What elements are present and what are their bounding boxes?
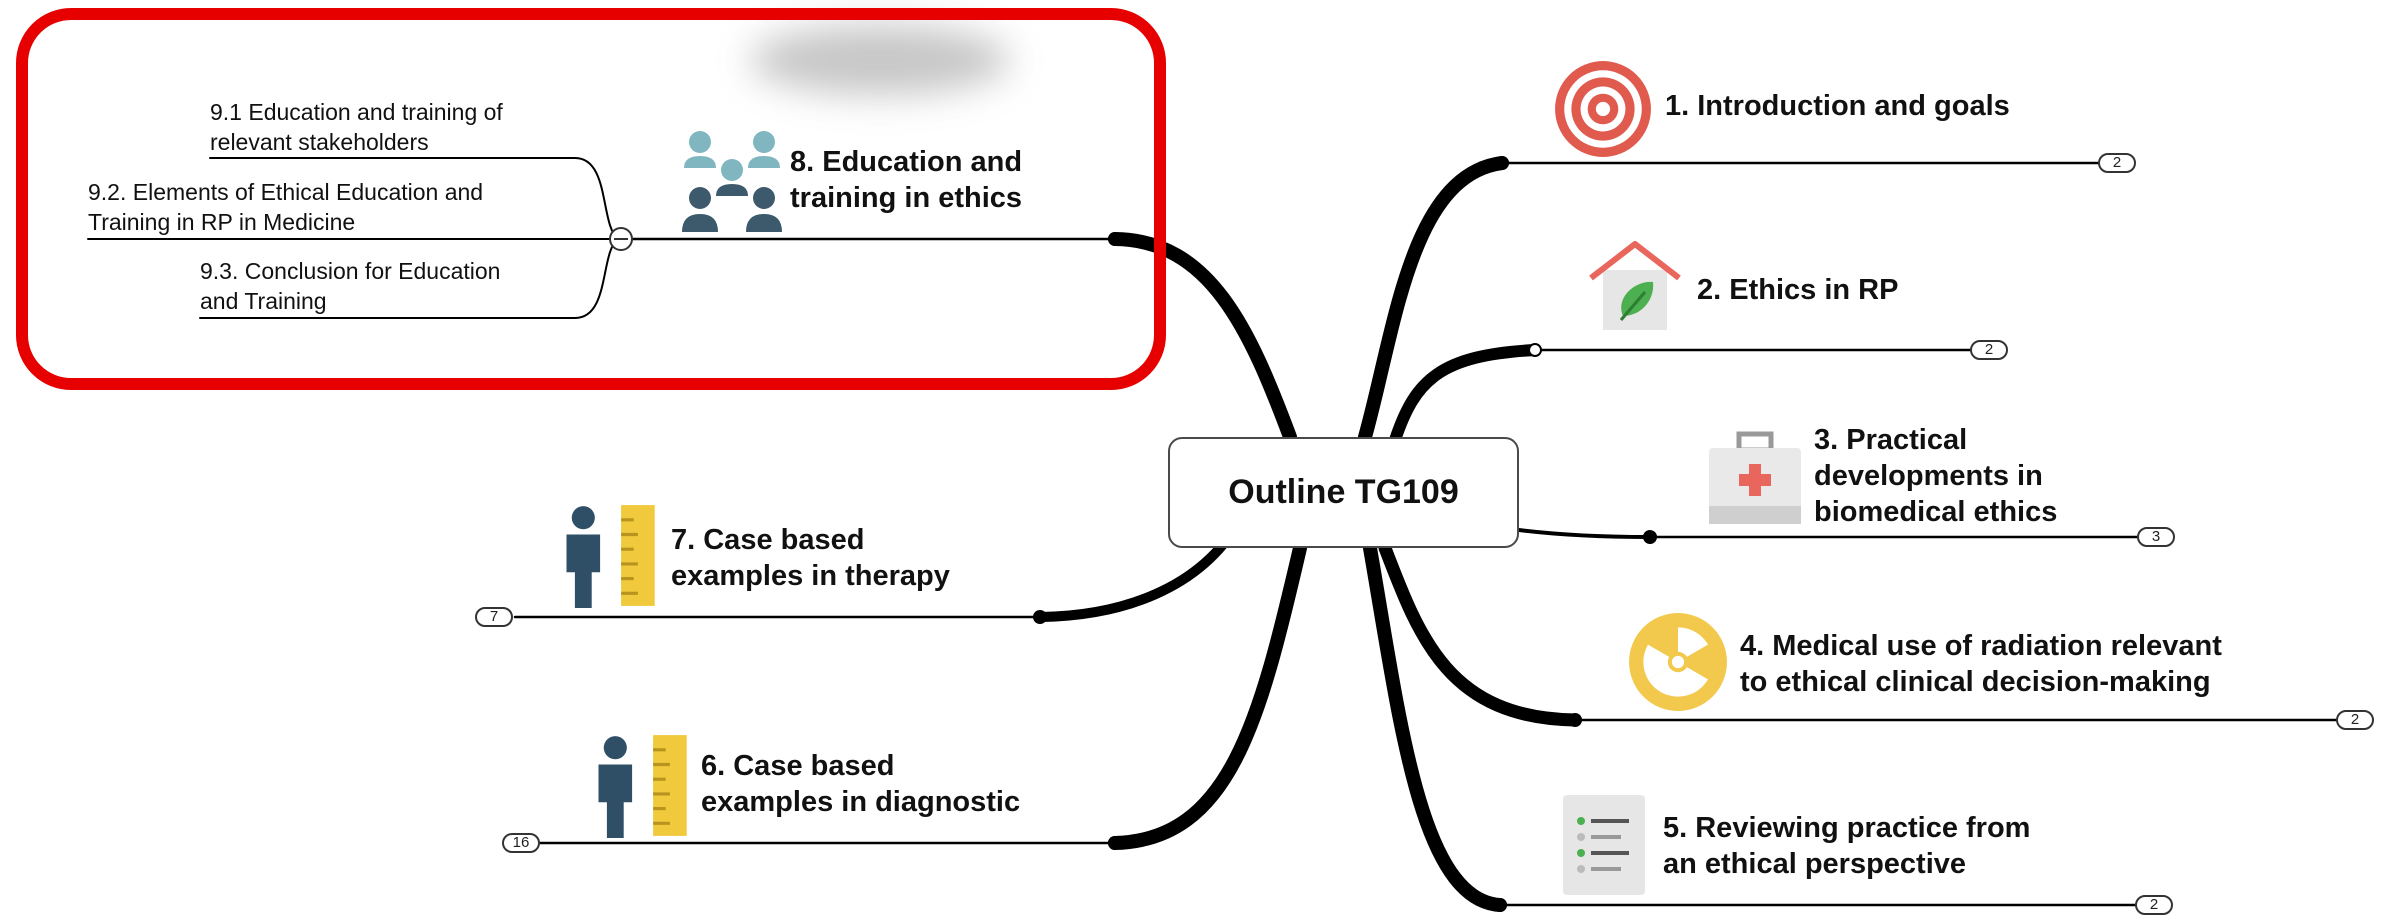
dot-2 (1528, 343, 1542, 357)
topic-3-line-2: developments in (1814, 460, 2043, 492)
topic-4-line-1: 4. Medical use of radiation relevant (1740, 630, 2222, 662)
topic-3[interactable]: 3. Practical developments in biomedical … (1814, 422, 2057, 530)
topic-7-line-2: examples in therapy (671, 560, 950, 592)
topic-8-line-1: 8. Education and (790, 146, 1023, 178)
blurred-region (750, 25, 1010, 95)
topic-8-line-2: training in ethics (790, 182, 1023, 214)
topic-2[interactable]: 2. Ethics in RP (1697, 272, 1898, 308)
topic-3-line-1: 3. Practical (1814, 424, 1968, 456)
branch-6 (1108, 541, 1307, 850)
person-ruler-icon (598, 735, 687, 838)
topic-6-line-1: 6. Case based (701, 750, 895, 782)
subtopic-9-3-line-2: and Training (200, 288, 327, 314)
topic-6[interactable]: 6. Case based examples in diagnostic (701, 748, 1020, 820)
topic-1-line-1: 1. Introduction and goals (1665, 90, 2010, 122)
target-icon (1555, 61, 1651, 157)
branch-8 (1108, 232, 1297, 444)
collapse-toggle[interactable] (609, 227, 633, 251)
branch-4 (1378, 541, 1582, 727)
topic-3-line-3: biomedical ethics (1814, 496, 2058, 528)
subtopic-9-1[interactable]: 9.1 Education and training of relevant s… (210, 97, 503, 157)
house-leaf-icon (1589, 241, 1681, 330)
subtopic-9-1-line-2: relevant stakeholders (210, 129, 429, 155)
topic-7-count-badge[interactable]: 7 (475, 607, 513, 627)
topic-2-line-1: 2. Ethics in RP (1697, 274, 1899, 306)
first-aid-kit-icon (1709, 431, 1801, 524)
topic-5-count-badge[interactable]: 2 (2135, 895, 2173, 915)
branch-lines (87, 156, 2347, 912)
subtopic-9-2-line-2: Training in RP in Medicine (88, 209, 356, 235)
branch-1 (1358, 156, 1509, 444)
topic-4-count-badge[interactable]: 2 (2336, 710, 2374, 730)
topic-4[interactable]: 4. Medical use of radiation relevant to … (1740, 628, 2222, 700)
dot-6 (1108, 836, 1122, 850)
topic-5-line-1: 5. Reviewing practice from (1663, 812, 2031, 844)
subtopic-9-2-line-1: 9.2. Elements of Ethical Education and (88, 179, 484, 205)
checklist-icon (1563, 795, 1645, 895)
topic-7-line-1: 7. Case based (671, 524, 865, 556)
topic-1[interactable]: 1. Introduction and goals (1665, 88, 2010, 124)
branch-2 (1389, 344, 1541, 446)
topic-5-line-2: an ethical perspective (1663, 848, 1967, 880)
junction-dots (1033, 156, 1657, 912)
topic-7[interactable]: 7. Case based examples in therapy (671, 522, 950, 594)
topic-5[interactable]: 5. Reviewing practice from an ethical pe… (1663, 810, 2030, 882)
subtopic-9-3[interactable]: 9.3. Conclusion for Education and Traini… (200, 256, 500, 316)
subtopic-9-3-line-1: 9.3. Conclusion for Education (200, 258, 501, 284)
dot-3 (1643, 530, 1657, 544)
topic-1-count-badge[interactable]: 2 (2098, 153, 2136, 173)
topic-8[interactable]: 8. Education and training in ethics (790, 144, 1022, 216)
topic-6-line-2: examples in diagnostic (701, 786, 1021, 818)
topic-2-count-badge[interactable]: 2 (1970, 340, 2008, 360)
dot-8 (1108, 232, 1122, 246)
topic-3-count-badge[interactable]: 3 (2137, 527, 2175, 547)
branch-3 (1517, 528, 1652, 539)
highlight-frame (16, 8, 1166, 390)
dot-1 (1495, 156, 1509, 170)
radiation-icon (1629, 613, 1727, 711)
central-topic[interactable]: Outline TG109 (1168, 437, 1519, 548)
branch-5 (1363, 541, 1507, 912)
subtopic-9-1-line-1: 9.1 Education and training of (210, 99, 503, 125)
subtopic-9-2[interactable]: 9.2. Elements of Ethical Education and T… (88, 177, 483, 237)
group-people-icon (682, 131, 782, 232)
dot-7 (1033, 610, 1047, 624)
dot-4 (1568, 713, 1582, 727)
topic-4-line-2: to ethical clinical decision-making (1740, 666, 2211, 698)
dot-5 (1493, 898, 1507, 912)
person-ruler-icon (566, 505, 655, 608)
topic-6-count-badge[interactable]: 16 (502, 833, 540, 853)
central-topic-label: Outline TG109 (1228, 473, 1459, 511)
